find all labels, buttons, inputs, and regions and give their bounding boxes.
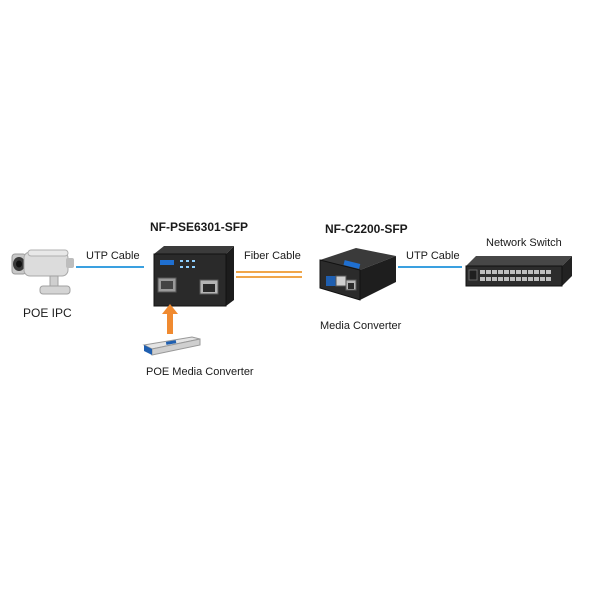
sfp-module-icon	[142, 335, 202, 359]
arrow-up-icon	[162, 304, 178, 334]
media-converter-model: NF-C2200-SFP	[325, 222, 408, 236]
utp-cable-line	[76, 266, 144, 268]
sfp-module-label: POE Media Converter	[146, 366, 254, 378]
fiber-cable-line-1	[236, 271, 302, 273]
ip-camera-icon	[10, 248, 76, 302]
media-converter-icon	[150, 244, 236, 308]
media-converter-label: Media Converter	[320, 320, 402, 332]
camera-label: POE IPC	[23, 306, 72, 320]
utp-cable-label-2: UTP Cable	[406, 250, 460, 262]
fiber-cable-label: Fiber Cable	[244, 250, 301, 262]
media-converter-icon	[300, 246, 398, 310]
poe-converter-model: NF-PSE6301-SFP	[150, 220, 249, 234]
fiber-cable-line-2	[236, 276, 302, 278]
utp-cable-line-2	[398, 266, 462, 268]
switch-label: Network Switch	[486, 237, 562, 249]
utp-cable-label-1: UTP Cable	[86, 250, 140, 262]
network-switch-icon	[464, 252, 576, 290]
